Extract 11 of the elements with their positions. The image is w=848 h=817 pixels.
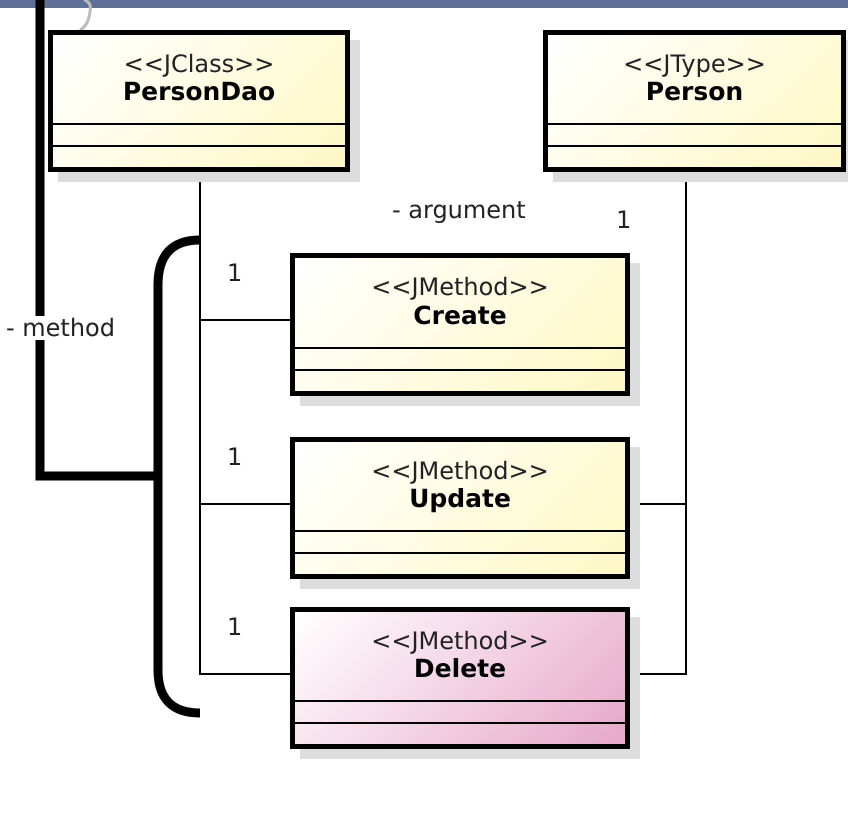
class-name: PersonDao [122,78,276,108]
class-name: Update [409,485,511,514]
stereotype-text: <<JClass>> [124,50,274,78]
class-name: Person [646,78,744,108]
role-label: - argument [390,198,528,222]
stereotype-text: <<JMethod>> [371,628,549,656]
stereotype-text: <<JType>> [623,50,766,78]
class-name: Delete [414,655,506,684]
stereotype-text: <<JMethod>> [371,458,549,486]
class-name: Create [413,302,507,331]
stereotype-text: <<JMethod>> [371,274,549,302]
